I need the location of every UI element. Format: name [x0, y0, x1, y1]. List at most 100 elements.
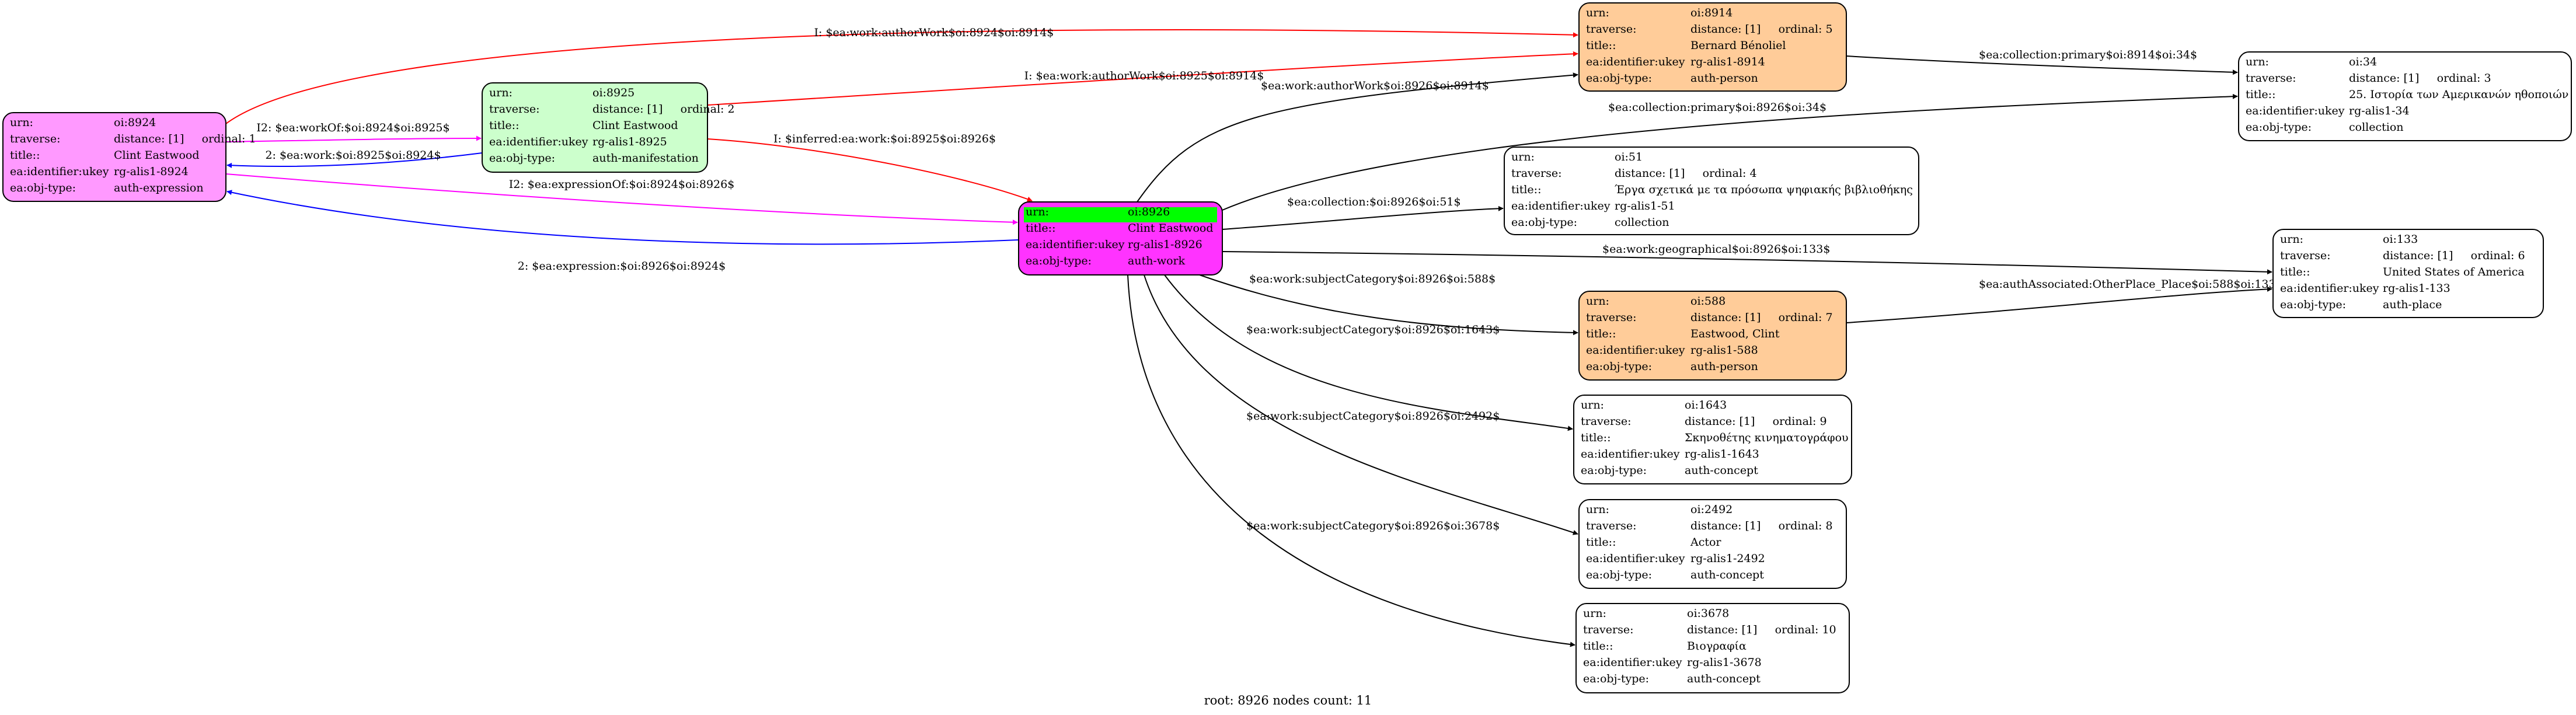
node-box [1573, 395, 1852, 484]
node-field-label: title:: [489, 119, 519, 132]
node-field-label: title:: [1026, 222, 1055, 235]
node-field-value: Eastwood, Clint [1690, 327, 1780, 340]
node-field-value: Bernard Bénoliel [1690, 39, 1786, 52]
node-field-value: auth-work [1128, 254, 1186, 267]
node-field-value: oi:588 [1690, 295, 1726, 308]
node-field-label: urn: [1586, 6, 1609, 19]
node-field-label: ea:identifier:ukey [1026, 238, 1125, 251]
node-field-label: traverse: [1583, 623, 1634, 636]
node-field-label: ea:obj-type: [1511, 216, 1577, 229]
edge-label: $ea:work:subjectCategory$oi:8926$oi:2492… [1246, 410, 1500, 423]
edge-line [1222, 93, 2238, 211]
node-field-value: Clint Eastwood [592, 119, 678, 132]
node-field-value: oi:8924 [114, 116, 156, 129]
node-field-label: urn: [2246, 55, 2269, 68]
node-field-label: traverse: [1511, 167, 1562, 180]
node-field-label: traverse: [489, 103, 540, 116]
edge-line [1222, 251, 2272, 275]
node-field-label: traverse: [1581, 415, 1632, 428]
edge-oi8925-oi8926: I: $inferred:ea:work:$oi:8925$oi:8926$ [707, 132, 1033, 202]
edge-label: 2: $ea:expression:$oi:8926$oi:8924$ [518, 260, 726, 273]
edge-label: $ea:collection:primary$oi:8914$oi:34$ [1979, 48, 2197, 61]
edge-oi8925-oi8914: I: $ea:work:authorWork$oi:8925$oi:8914$ [707, 51, 1578, 106]
node-field-label: title:: [2246, 88, 2275, 101]
node-field-label: ea:identifier:ukey [1586, 55, 1685, 68]
node-field-value: auth-manifestation [592, 152, 699, 165]
node-field-label: ea:identifier:ukey [2246, 104, 2345, 117]
node-field-label: traverse: [1586, 23, 1637, 36]
node-field-value: rg-alis1-133 [2383, 282, 2450, 295]
edge-line [1164, 274, 1573, 431]
edge-line [1846, 55, 2238, 75]
node-field-label: ea:identifier:ukey [10, 165, 109, 178]
node-field-label: ea:identifier:ukey [2280, 282, 2379, 295]
nodes-layer: urn: oi:8924 traverse: distance: [1] ordina… [2, 2, 2572, 693]
node-field-value: oi:8925 [592, 86, 635, 99]
node-field-value: rg-alis1-3678 [1687, 656, 1762, 669]
node-field-value: oi:1643 [1685, 399, 1727, 411]
edge-line [225, 29, 1578, 124]
root-info-label: root: 8926 nodes count: 11 [1204, 693, 1372, 707]
node-field-value: auth-concept [1685, 464, 1758, 477]
node-field-value: rg-alis1-588 [1690, 344, 1758, 357]
node-field-value: distance: [1] ordinal: 9 [1685, 415, 1827, 428]
node-field-label: urn: [2280, 233, 2303, 246]
node-field-label: traverse: [2280, 249, 2331, 262]
node-field-value: auth-expression [114, 182, 204, 194]
edge-line [1137, 72, 1578, 203]
node-field-value: auth-concept [1687, 672, 1761, 685]
node-field-value: distance: [1] ordinal: 2 [592, 103, 735, 116]
node-field-label: title:: [1581, 431, 1611, 444]
node-field-value: distance: [1] ordinal: 5 [1690, 23, 1833, 36]
node-field-value: rg-alis1-1643 [1685, 448, 1759, 461]
node-field-label: ea:obj-type: [1583, 672, 1649, 685]
edge-oi8926-oi51: $ea:collection:$oi:8926$oi:51$ [1222, 196, 1504, 230]
edge-label: 2: $ea:work:$oi:8925$oi:8924$ [265, 149, 441, 162]
node-field-label: ea:obj-type: [1586, 360, 1652, 373]
node-field-label: traverse: [10, 132, 61, 145]
node-field-value: oi:34 [2349, 55, 2377, 68]
edge-line [226, 152, 483, 168]
node-field-value: Clint Eastwood [114, 149, 200, 162]
node-field-value: auth-place [2383, 298, 2442, 311]
node-field-label: ea:identifier:ukey [1583, 656, 1682, 669]
node-field-value: rg-alis1-34 [2349, 104, 2410, 117]
node-field-label: ea:obj-type: [2246, 121, 2312, 134]
node-box [1578, 2, 1847, 92]
node-field-label: ea:obj-type: [1581, 464, 1647, 477]
node-oi8924[interactable]: urn: oi:8924 traverse: distance: [1] ordina… [2, 112, 256, 202]
edge-label: I2: $ea:expressionOf:$oi:8924$oi:8926$ [509, 178, 735, 191]
node-field-value: distance: [1] ordinal: 1 [114, 132, 256, 145]
edge-label: $ea:work:subjectCategory$oi:8926$oi:1643… [1246, 323, 1500, 336]
node-box [2272, 229, 2544, 318]
edge-oi8926-oi2492: $ea:work:subjectCategory$oi:8926$oi:2492… [1144, 274, 1578, 535]
node-field-value: auth-concept [1690, 568, 1764, 581]
node-field-label: urn: [1583, 607, 1606, 620]
node-field-value: Clint Eastwood [1128, 222, 1214, 235]
node-field-value: Actor [1690, 536, 1721, 549]
node-field-value: Βιογραφία [1687, 640, 1747, 653]
node-box [1504, 147, 1919, 235]
edge-line [225, 173, 1018, 225]
node-field-label: ea:obj-type: [489, 152, 555, 165]
node-field-label: urn: [1511, 151, 1535, 163]
node-field-label: ea:obj-type: [1586, 568, 1652, 581]
node-field-value: distance: [1] ordinal: 4 [1615, 167, 1757, 180]
node-field-label: ea:identifier:ukey [1511, 200, 1611, 212]
node-field-label: urn: [10, 116, 33, 129]
edge-line [1199, 274, 1578, 336]
node-field-label: traverse: [1586, 311, 1637, 324]
edge-oi8914-oi34: $ea:collection:primary$oi:8914$oi:34$ [1846, 48, 2238, 75]
node-field-value: United States of America [2383, 266, 2525, 278]
node-field-label: title:: [2280, 266, 2310, 278]
